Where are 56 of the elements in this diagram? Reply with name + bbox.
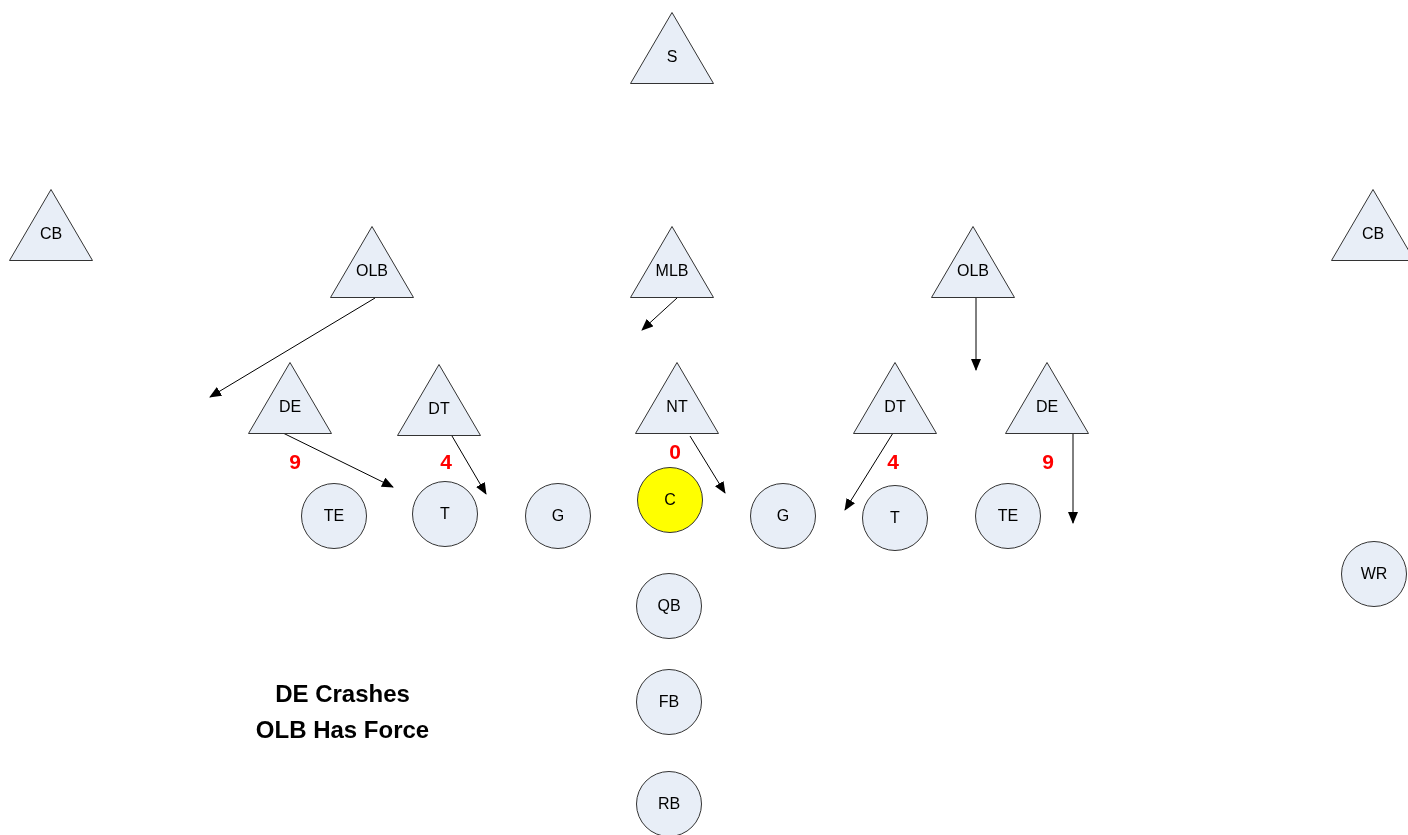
position-label: WR [1359, 565, 1389, 583]
position-label: NT [665, 398, 689, 416]
defender-triangle [635, 362, 719, 434]
position-label: DE [1034, 398, 1060, 416]
position-label: OLB [355, 262, 389, 280]
position-label: CB [38, 225, 64, 243]
defender-triangle [931, 226, 1015, 298]
position-label: G [775, 507, 791, 525]
defender-triangle [9, 189, 93, 261]
defender-triangle [248, 362, 332, 434]
position-label: OLB [956, 262, 990, 280]
defender-triangle [1005, 362, 1089, 434]
arrow [971, 297, 981, 371]
player-circle [750, 483, 816, 549]
defender-triangle [630, 226, 714, 298]
defender-triangle [630, 12, 714, 84]
position-label: MLB [654, 262, 690, 280]
position-label: T [439, 505, 451, 523]
gap-number: 0 [669, 440, 681, 464]
player-circle [637, 467, 703, 533]
position-label: DT [883, 398, 907, 416]
position-label: QB [656, 597, 682, 615]
gap-number: 9 [1042, 450, 1054, 474]
player-circle [862, 485, 928, 551]
defender-triangle [1331, 189, 1408, 261]
position-label: TE [996, 507, 1020, 525]
position-label: DE [277, 398, 303, 416]
position-label: FB [657, 693, 681, 711]
player-circle [975, 483, 1041, 549]
player-circle [1341, 541, 1407, 607]
position-label: G [550, 507, 566, 525]
gap-number: 9 [289, 450, 301, 474]
arrow [641, 297, 678, 331]
position-label: T [889, 509, 901, 527]
arrow [844, 432, 894, 511]
player-circle [636, 669, 702, 735]
defender-triangle [330, 226, 414, 298]
player-circle [525, 483, 591, 549]
position-label: TE [322, 507, 346, 525]
arrow [689, 435, 726, 494]
player-circle [412, 481, 478, 547]
position-label: C [663, 491, 677, 509]
defender-triangle [853, 362, 937, 434]
player-circle [636, 573, 702, 639]
position-label: RB [656, 795, 682, 813]
defender-triangle [397, 364, 481, 436]
position-label: DT [427, 400, 451, 418]
gap-number: 4 [440, 450, 452, 474]
arrow [1068, 432, 1078, 524]
player-circle [301, 483, 367, 549]
play-note: DE Crashes OLB Has Force [254, 679, 431, 745]
position-label: CB [1360, 225, 1386, 243]
arrow [451, 435, 487, 495]
arrow [209, 297, 376, 398]
position-label: S [665, 48, 679, 66]
gap-number: 4 [887, 450, 899, 474]
